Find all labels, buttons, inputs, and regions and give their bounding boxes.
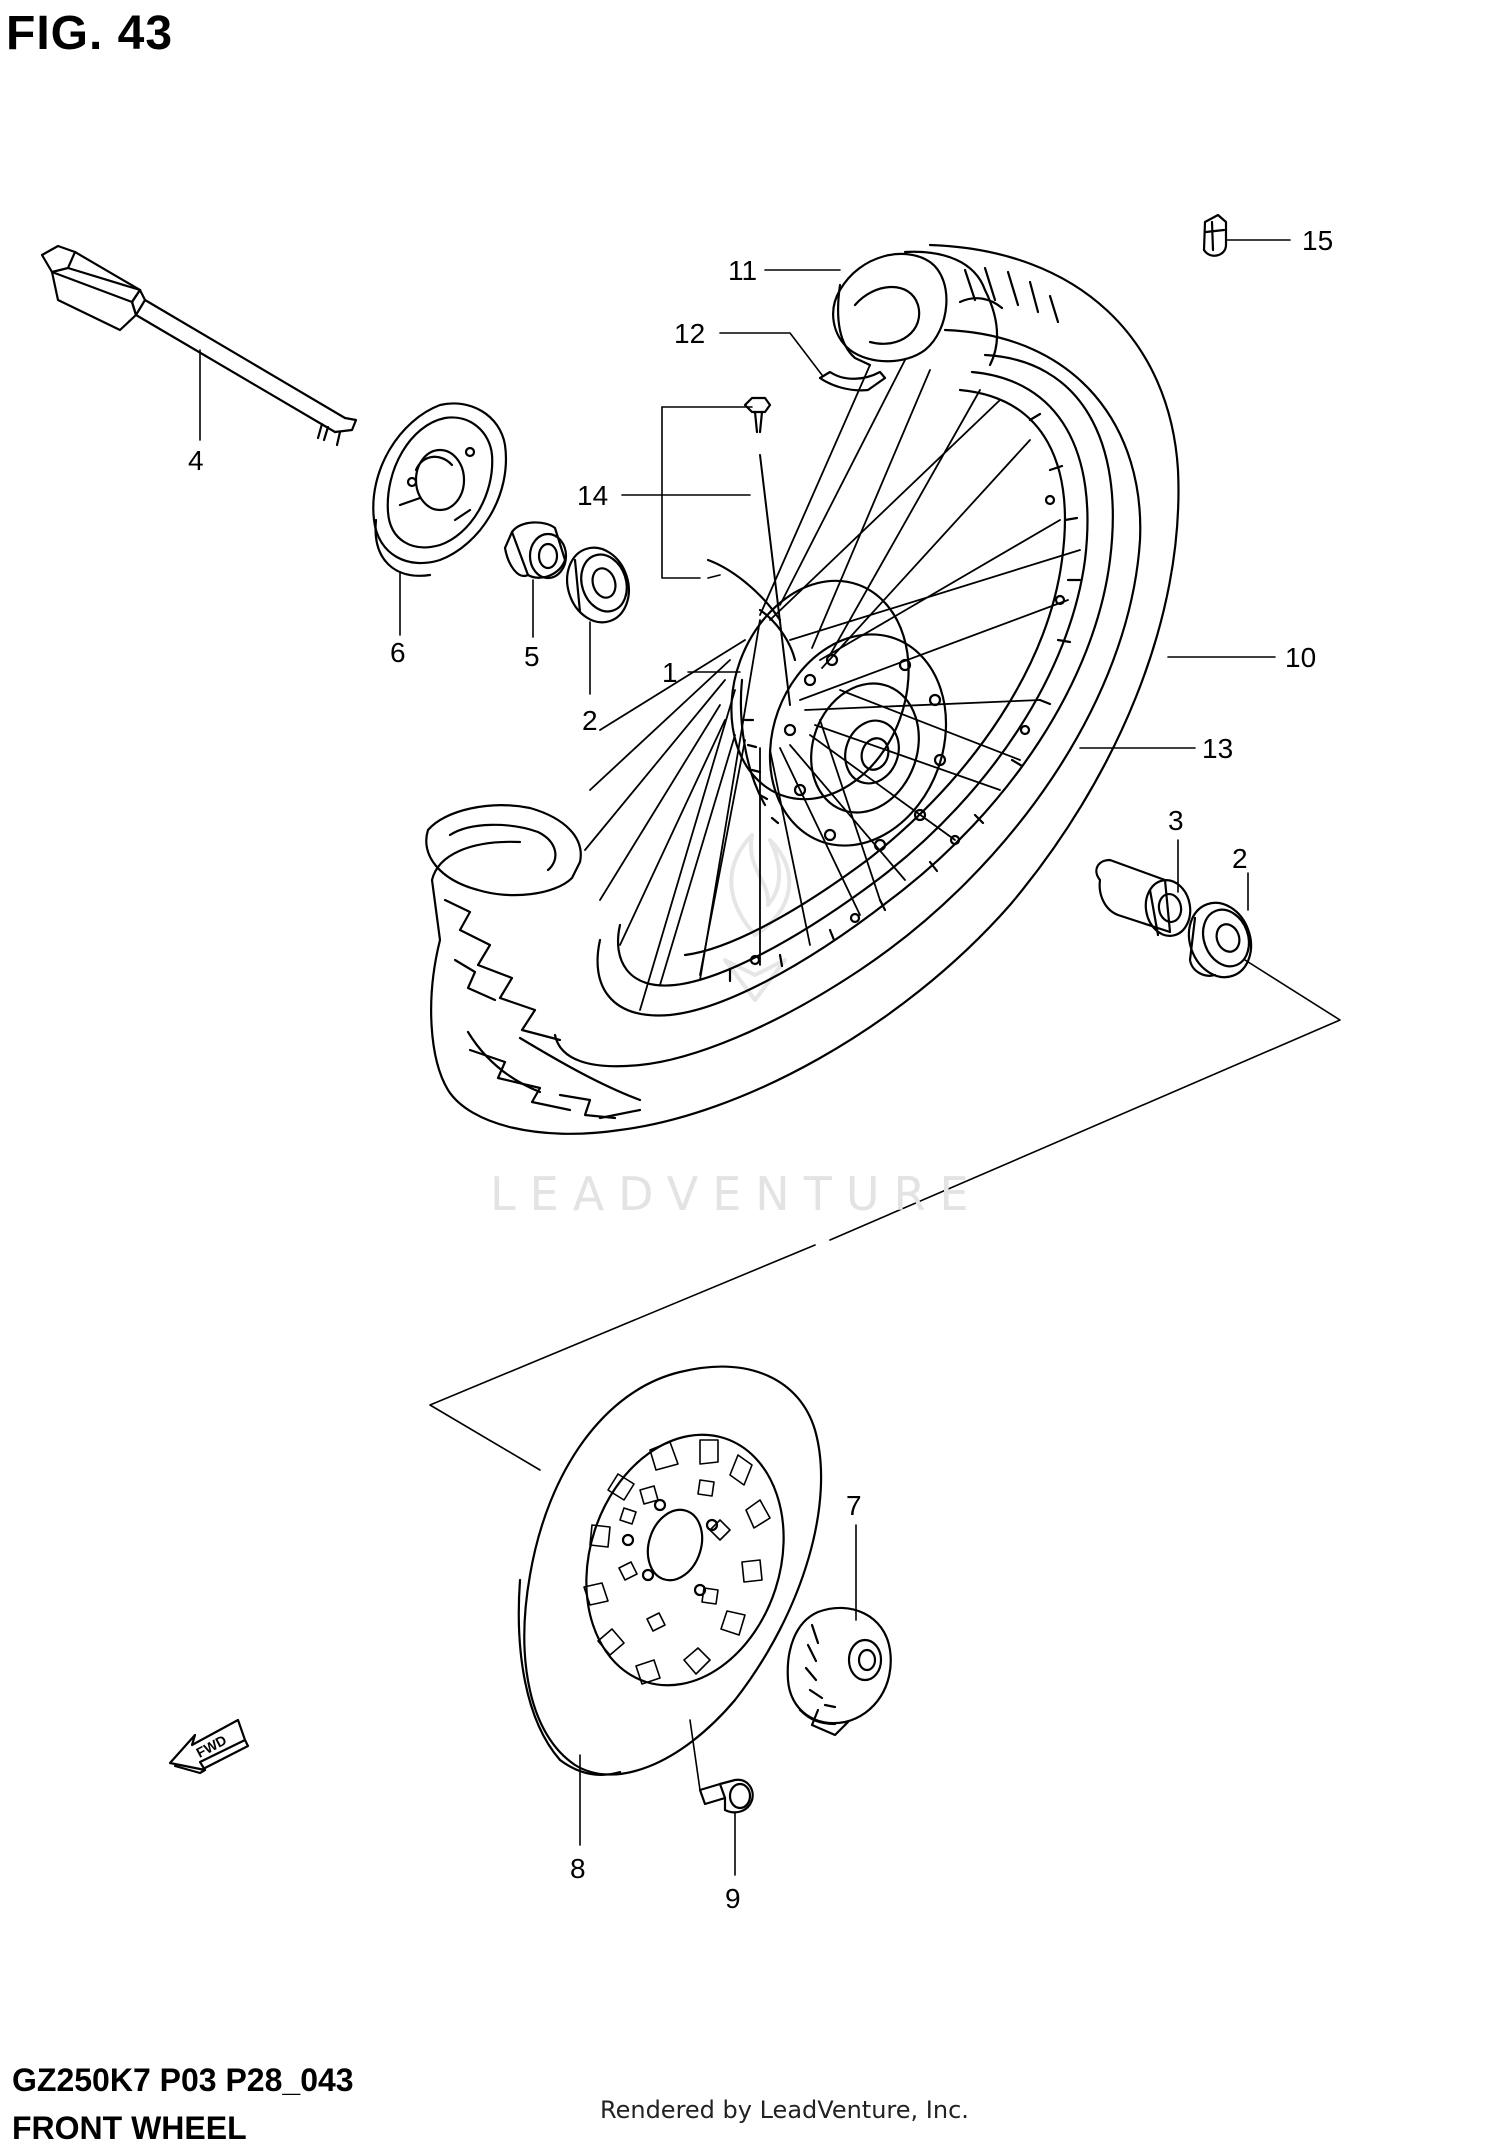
callout-11: 11 [728, 255, 757, 286]
rim-band [837, 283, 872, 367]
speedometer-gearbox [786, 1606, 892, 1737]
figure-title: FIG. 43 [6, 7, 174, 60]
callout-6: 6 [390, 637, 406, 668]
front-tire [425, 243, 1180, 1135]
wheel-bearing-right [1187, 901, 1253, 979]
model-code: GZ250K7 P03 P28_043 [12, 2062, 354, 2098]
disc-bolt [698, 1778, 754, 1814]
callout-2-right: 2 [1232, 843, 1248, 874]
callout-3: 3 [1168, 805, 1184, 836]
valve-cap [1202, 213, 1228, 257]
assembly-guide-lines [429, 959, 1341, 1791]
wheel-hub [730, 579, 948, 852]
callout-10: 10 [1285, 642, 1316, 673]
callout-5: 5 [524, 641, 540, 672]
watermark-text: LEADVENTURE [490, 1167, 983, 1221]
front-axle [40, 244, 358, 447]
callout-4: 4 [188, 445, 204, 476]
watermark-logo [723, 833, 792, 1002]
render-credit: Rendered by LeadVenture, Inc. [600, 2096, 969, 2124]
spoke-nipple-set [706, 396, 791, 706]
section-title: FRONT WHEEL [12, 2110, 247, 2146]
tube-valve [818, 370, 887, 392]
axle-spacer [503, 521, 568, 580]
callout-13: 13 [1202, 733, 1233, 764]
brake-disc [517, 1365, 823, 1776]
callout-14: 14 [577, 480, 608, 511]
callout-leader-lines [199, 239, 1291, 1876]
brake-panel-plate [372, 402, 508, 577]
wheel-rim [596, 353, 1114, 1017]
axle-collar-right [1095, 858, 1192, 937]
wheel-bearing-left [566, 546, 630, 624]
callout-15: 15 [1302, 225, 1333, 256]
callout-8: 8 [570, 1853, 586, 1884]
callout-12: 12 [674, 318, 705, 349]
callout-7: 7 [846, 1490, 862, 1521]
forward-direction-arrow [168, 1718, 250, 1775]
callout-1: 1 [662, 657, 678, 688]
callout-labels: 1 2 2 3 4 5 6 7 8 9 10 11 12 13 14 15 [188, 225, 1333, 1914]
callout-2-upper: 2 [582, 705, 598, 736]
callout-9: 9 [725, 1883, 741, 1914]
